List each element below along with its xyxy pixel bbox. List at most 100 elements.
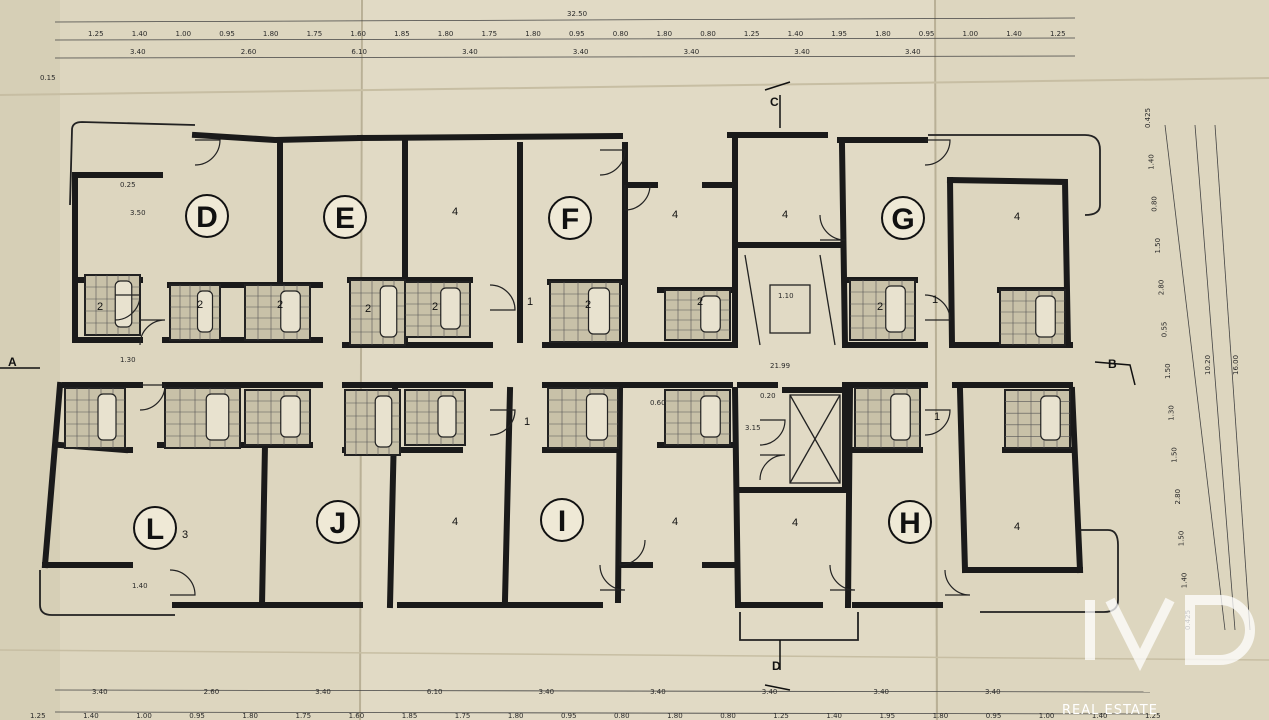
top-dimension-label: 0.80 (613, 30, 629, 38)
right-total-label: 10.20 (1204, 355, 1212, 375)
bathroom-kitchen-block (854, 387, 921, 449)
room-number: 2 (432, 301, 438, 313)
unit-label-l: L (133, 506, 177, 550)
bottom-dimension-label: 1.85 (402, 712, 418, 720)
bottom-dimension-label: 1.80 (933, 712, 949, 720)
room-number: 1 (524, 416, 530, 428)
fold-line (359, 0, 363, 720)
bathroom-kitchen-block (164, 387, 241, 449)
watermark-logo (1085, 595, 1255, 672)
paper-lit-panel (360, 0, 935, 720)
misc-dimension-label: 1.10 (778, 292, 794, 300)
bottom-dimension-label: 1.00 (136, 712, 152, 720)
top-dimension-label: 3.40 (794, 48, 810, 56)
unit-label-e: E (323, 195, 367, 239)
bathroom-kitchen-block (664, 389, 731, 446)
right-dimension-label: 0.55 (1161, 322, 1169, 338)
section-b-label: B (1108, 357, 1117, 371)
door-swings (114, 139, 971, 596)
bathroom-kitchen-block (64, 387, 126, 449)
dimension-lines (54, 17, 1251, 715)
bottom-dimension-label: 0.95 (561, 712, 577, 720)
unit-letter: G (891, 203, 914, 236)
top-dimension-label: 1.75 (307, 30, 323, 38)
bottom-dimension-label: 1.75 (296, 712, 312, 720)
fold-line (0, 77, 1269, 96)
right-dimension-label: 2.80 (1174, 489, 1182, 505)
bathroom-kitchen-block (404, 281, 471, 338)
top-dimension-label: 0.95 (569, 30, 585, 38)
bottom-dimension-label: 6.10 (427, 688, 443, 696)
bottom-dimension-label: 0.95 (189, 712, 205, 720)
bottom-dimension-label: 3.40 (539, 688, 555, 696)
bathroom-kitchen-block (664, 289, 731, 341)
bathroom-kitchen-block (244, 284, 311, 341)
unit-letter: H (899, 507, 921, 540)
right-dimension-label: 2.80 (1157, 280, 1165, 296)
bottom-dimension-label: 3.40 (650, 688, 666, 696)
misc-dimension-label: 0.20 (760, 392, 776, 400)
room-number: 2 (277, 299, 283, 311)
bottom-dimension-label: 3.40 (315, 688, 331, 696)
section-c-label: C (770, 95, 779, 109)
misc-dimension-label: 3.50 (130, 209, 146, 217)
misc-dimension-label: 1.30 (120, 356, 136, 364)
total-length-label: 32.50 (567, 10, 587, 18)
room-number: 1 (527, 296, 533, 308)
right-dimension-label: 1.40 (1147, 154, 1155, 170)
misc-dimension-label: 0.60 (650, 399, 666, 407)
bottom-dimension-label: 1.25 (773, 712, 789, 720)
bathroom-kitchen-block (169, 284, 221, 341)
top-dimension-label: 1.80 (875, 30, 891, 38)
bathroom-kitchen-block (547, 387, 619, 449)
unit-label-i: I (540, 498, 584, 542)
unit-label-g: G (881, 196, 925, 240)
unit-label-f: F (548, 196, 592, 240)
room-number: 2 (585, 299, 591, 311)
unit-letter: F (561, 203, 579, 236)
bathroom-kitchen-block (349, 279, 406, 346)
top-dimension-label: 3.40 (573, 48, 589, 56)
bottom-dimension-label: 1.60 (349, 712, 365, 720)
right-dimension-label: 1.50 (1164, 363, 1172, 379)
misc-dimension-label: 1.40 (132, 582, 148, 590)
bottom-dimension-label: 1.75 (455, 712, 471, 720)
unit-letter: E (335, 202, 355, 235)
bottom-dimension-label: 1.25 (30, 712, 46, 720)
top-dimension-label: 0.80 (700, 30, 716, 38)
bottom-dimension-label: 1.80 (667, 712, 683, 720)
walls (41, 131, 1084, 609)
top-dimension-label: 1.25 (88, 30, 104, 38)
bottom-dimension-label: 3.40 (92, 688, 108, 696)
bathroom-kitchen-block (549, 281, 621, 343)
room-number: 2 (877, 301, 883, 313)
top-dimension-label: 1.40 (1006, 30, 1022, 38)
top-dimension-label: 1.80 (263, 30, 279, 38)
bottom-dimension-label: 0.95 (986, 712, 1002, 720)
bottom-dimension-label: 2.60 (204, 688, 220, 696)
section-markers (0, 81, 1136, 691)
paper-shadow-left (0, 0, 60, 720)
room-number: 4 (1014, 521, 1020, 533)
bottom-dimension-label: 1.25 (1145, 712, 1161, 720)
bottom-dimension-label: 1.40 (83, 712, 99, 720)
bottom-dimension-label: 0.80 (614, 712, 630, 720)
right-dimension-label: 1.30 (1167, 405, 1175, 421)
room-number: 4 (452, 206, 458, 218)
misc-dimension-label: 0.15 (40, 74, 56, 82)
room-number: 4 (672, 516, 678, 528)
room-number: 2 (97, 301, 103, 313)
top-dimension-label: 1.00 (176, 30, 192, 38)
top-dimension-label: 1.80 (525, 30, 541, 38)
balconies (39, 121, 1119, 641)
bathroom-kitchen-block (849, 279, 916, 341)
room-number: 4 (1014, 211, 1020, 223)
top-dimension-label: 3.40 (462, 48, 478, 56)
bottom-dimension-label: 0.80 (720, 712, 736, 720)
unit-letter: L (146, 513, 164, 546)
bottom-dimension-label: 1.40 (826, 712, 842, 720)
room-number: 2 (697, 296, 703, 308)
bathroom-kitchen-block (999, 289, 1066, 346)
